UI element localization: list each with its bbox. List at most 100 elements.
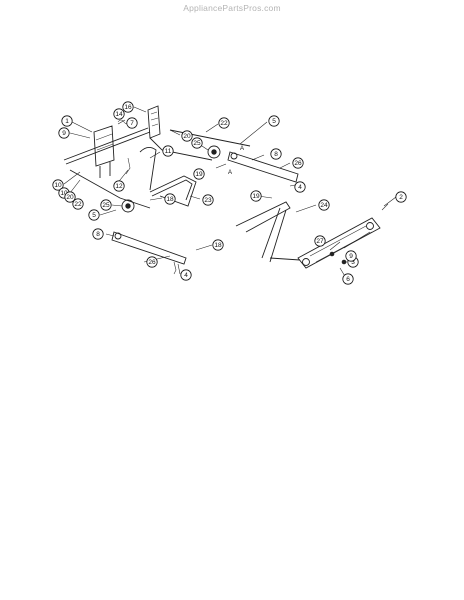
callout-circle: [162, 145, 174, 157]
callout-18: 18: [164, 193, 176, 205]
callout-label: 10: [60, 190, 68, 197]
callout-label: 22: [74, 201, 82, 208]
callout-label: 4: [298, 184, 302, 191]
callout-circle: [113, 108, 125, 120]
callout-label: 25: [193, 140, 201, 147]
callout-18: 18: [212, 239, 224, 251]
callout-24: 24: [318, 199, 330, 211]
callout-14: 14: [113, 108, 125, 120]
callout-circle: [270, 148, 282, 160]
callout-label: 20: [66, 194, 74, 201]
callout-circle: [318, 199, 330, 211]
callout-19: 19: [250, 190, 262, 202]
callout-label: 23: [204, 197, 212, 204]
callout-circle: [164, 193, 176, 205]
callout-label: 25: [102, 202, 110, 209]
callout-circle: [212, 239, 224, 251]
callout-label: 6: [346, 276, 350, 283]
callout-label: 3: [351, 259, 355, 266]
callout-circle: [92, 228, 104, 240]
callout-label: 8: [274, 151, 278, 158]
curved-lever: [125, 147, 157, 191]
callout-circle: [52, 179, 64, 191]
right-bracket: [297, 217, 381, 269]
callout-label: 20: [183, 133, 191, 140]
callout-1: 1: [61, 115, 73, 127]
callout-circle: [61, 115, 73, 127]
callout-20: 20: [64, 191, 76, 203]
right-cross-rod: [235, 201, 301, 263]
callout-label: 10: [54, 182, 62, 189]
callout-label: 12: [115, 183, 123, 190]
callout-4: 4: [180, 269, 192, 281]
callout-4: 4: [294, 181, 306, 193]
callout-26: 26: [146, 256, 158, 268]
callout-circle: [342, 273, 354, 285]
callout-23: 23: [202, 194, 214, 206]
callout-11: 11: [162, 145, 174, 157]
callout-label: 14: [115, 111, 123, 118]
callout-9: 9: [58, 127, 70, 139]
callout-25: 25: [191, 137, 203, 149]
left-bracket-plate: [93, 125, 115, 178]
callout-label: 9: [349, 253, 353, 260]
callout-label: 2: [399, 194, 403, 201]
callout-circle: [122, 101, 134, 113]
callout-circle: [180, 269, 192, 281]
callout-circle: [193, 168, 205, 180]
callout-label: 26: [294, 160, 302, 167]
callout-circle: [58, 127, 70, 139]
callout-22: 22: [218, 117, 230, 129]
callout-circle: [395, 191, 407, 203]
callout-circle: [250, 190, 262, 202]
callout-12: 12: [113, 180, 125, 192]
reference-mark-a-top: A: [240, 146, 244, 152]
callout-7: 7: [126, 117, 138, 129]
callout-label: 5: [92, 212, 96, 219]
upper-idler-pulley: [207, 145, 221, 159]
callout-circle: [181, 130, 193, 142]
callout-5: 5: [268, 115, 280, 127]
callout-10: 10: [52, 179, 64, 191]
callout-label: 18: [166, 196, 174, 203]
callout-circle: [88, 209, 100, 221]
right-link: [227, 151, 299, 183]
callout-circle: [64, 191, 76, 203]
callout-circle: [268, 115, 280, 127]
callout-circle: [202, 194, 214, 206]
callout-circle: [146, 256, 158, 268]
callout-circle: [294, 181, 306, 193]
callout-label: 19: [195, 171, 203, 178]
callout-label: 9: [62, 130, 66, 137]
callout-label: 4: [184, 272, 188, 279]
callout-8: 8: [92, 228, 104, 240]
callout-19: 19: [193, 168, 205, 180]
callout-9: 9: [345, 250, 357, 262]
callout-circle: [218, 117, 230, 129]
callout-22: 22: [72, 198, 84, 210]
callout-label: 18: [214, 242, 222, 249]
callout-20: 20: [181, 130, 193, 142]
pedal-arm: [147, 105, 213, 161]
callout-label: 16: [124, 104, 132, 111]
callout-label: 11: [165, 148, 172, 155]
reference-mark-a-mid: A: [228, 170, 232, 176]
callout-circle: [113, 180, 125, 192]
callout-label: 1: [65, 118, 69, 125]
callout-5: 5: [88, 209, 100, 221]
callout-25: 25: [100, 199, 112, 211]
callout-26: 26: [292, 157, 304, 169]
callout-8: 8: [270, 148, 282, 160]
callout-6: 6: [342, 273, 354, 285]
callout-label: 27: [316, 238, 324, 245]
callout-circle: [100, 199, 112, 211]
callout-2: 2: [395, 191, 407, 203]
callout-circle: [72, 198, 84, 210]
callout-label: 8: [96, 231, 100, 238]
lead-lines: [63, 106, 397, 279]
callout-label: 26: [148, 259, 156, 266]
callout-circle: [314, 235, 326, 247]
callout-label: 19: [252, 193, 260, 200]
callout-circle: [191, 137, 203, 149]
